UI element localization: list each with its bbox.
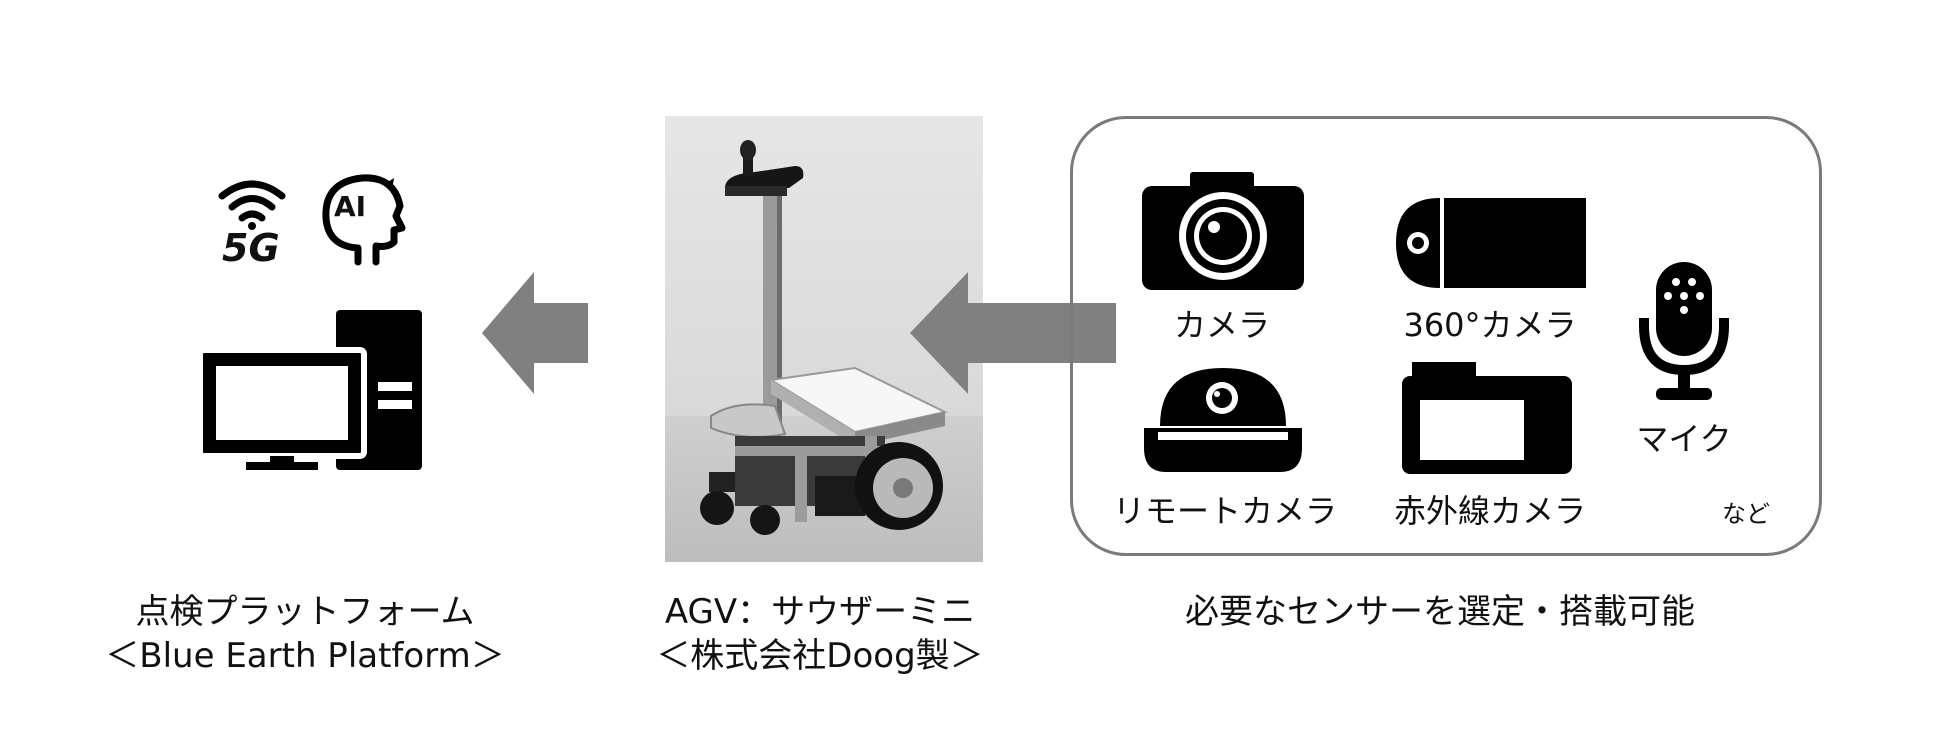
agv-photo (665, 116, 983, 562)
badge-5g: 5G (222, 226, 280, 270)
sensor-label-infrared-camera: 赤外線カメラ (1393, 492, 1586, 530)
camera-360-icon (1396, 198, 1586, 288)
microphone-icon (1639, 262, 1729, 400)
ai-head-icon (322, 174, 406, 266)
sensor-label-microphone: マイク (1636, 420, 1732, 458)
infrared-camera-icon (1402, 362, 1572, 474)
arrow-to-agv (910, 272, 1116, 394)
badge-ai: AI (334, 190, 367, 223)
agv-caption: AGV：サウザーミニ ＜株式会社Doog製＞ (620, 590, 1020, 678)
sensor-label-360-camera: 360°カメラ (1403, 306, 1577, 344)
platform-caption-line1: 点検プラットフォーム (135, 592, 475, 632)
wifi-icon (218, 180, 286, 230)
dome-camera-icon (1144, 368, 1302, 472)
sensor-label-remote-camera: リモートカメラ (1112, 492, 1337, 530)
sensor-panel (1070, 116, 1822, 556)
computer-icon (200, 310, 422, 470)
arrow-to-platform (482, 272, 588, 394)
agv-caption-line1: AGV：サウザーミニ (664, 592, 976, 632)
sensor-label-camera: カメラ (1173, 306, 1270, 344)
platform-caption-line2: ＜Blue Earth Platform＞ (105, 636, 505, 676)
camera-icon (1142, 172, 1304, 290)
platform-caption: 点検プラットフォーム ＜Blue Earth Platform＞ (80, 590, 530, 678)
sensor-caption: 必要なセンサーを選定・搭載可能 (1185, 592, 1695, 632)
agv-caption-line2: ＜株式会社Doog製＞ (656, 636, 984, 676)
sensor-etc-label: など (1722, 500, 1770, 528)
